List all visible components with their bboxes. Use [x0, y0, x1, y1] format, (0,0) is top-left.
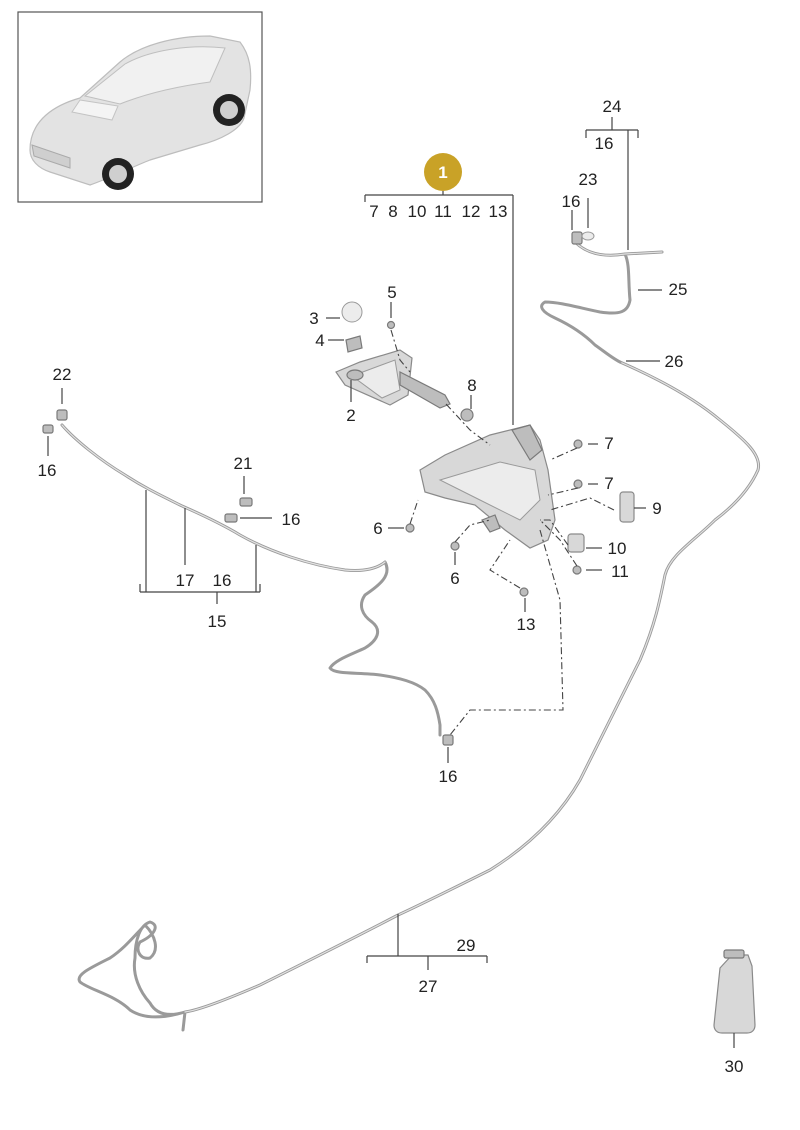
assembly-lines [390, 329, 615, 736]
group-1-item: 10 [408, 202, 427, 221]
group-1-item: 12 [462, 202, 481, 221]
label-part-16[interactable]: 16 [562, 192, 581, 211]
washer-reservoir[interactable] [419, 424, 556, 549]
label-part-16[interactable]: 16 [213, 571, 232, 590]
label-part-10[interactable]: 10 [608, 539, 627, 558]
label-part-3[interactable]: 3 [309, 309, 318, 328]
label-part-23[interactable]: 23 [579, 170, 598, 189]
label-part-25[interactable]: 25 [669, 280, 688, 299]
label-part-6[interactable]: 6 [373, 519, 382, 538]
label-part-26[interactable]: 26 [665, 352, 684, 371]
label-part-27[interactable]: 27 [419, 977, 438, 996]
label-part-7[interactable]: 7 [604, 434, 613, 453]
label-part-16[interactable]: 16 [595, 134, 614, 153]
leader-lines [47, 117, 662, 970]
main-part-badge[interactable] [424, 153, 462, 191]
label-part-4[interactable]: 4 [315, 331, 324, 350]
hose-lines [60, 240, 761, 1032]
label-part-13[interactable]: 13 [517, 615, 536, 634]
group-1-item: 8 [388, 202, 397, 221]
label-part-29[interactable]: 29 [457, 936, 476, 955]
label-part-9[interactable]: 9 [652, 499, 661, 518]
group-1-bracket: 1 7 8 10 11 12 13 [364, 153, 514, 425]
label-part-22[interactable]: 22 [53, 365, 72, 384]
main-part-number: 1 [438, 163, 447, 182]
label-part-21[interactable]: 21 [234, 454, 253, 473]
part-labels: 3 4 5 2 8 7 7 9 10 11 6 6 13 24 16 23 16… [38, 97, 744, 1076]
label-part-24[interactable]: 24 [603, 97, 622, 116]
label-part-11[interactable]: 11 [611, 562, 629, 581]
car-thumbnail-icon [17, 11, 263, 203]
label-part-16[interactable]: 16 [38, 461, 57, 480]
group-1-item: 11 [434, 202, 452, 221]
label-part-15[interactable]: 15 [208, 612, 227, 631]
label-part-30[interactable]: 30 [725, 1057, 744, 1076]
label-part-7[interactable]: 7 [604, 474, 613, 493]
label-part-17[interactable]: 17 [176, 571, 195, 590]
fluid-bottle-icon [713, 949, 756, 1048]
label-part-16[interactable]: 16 [282, 510, 301, 529]
label-part-5[interactable]: 5 [387, 283, 396, 302]
label-part-8[interactable]: 8 [467, 376, 476, 395]
group-1-item: 7 [369, 202, 378, 221]
bracket-part-2 [335, 301, 474, 422]
label-part-6[interactable]: 6 [450, 569, 459, 588]
label-part-2[interactable]: 2 [346, 406, 355, 425]
group-1-item: 13 [489, 202, 508, 221]
label-part-16[interactable]: 16 [439, 767, 458, 786]
